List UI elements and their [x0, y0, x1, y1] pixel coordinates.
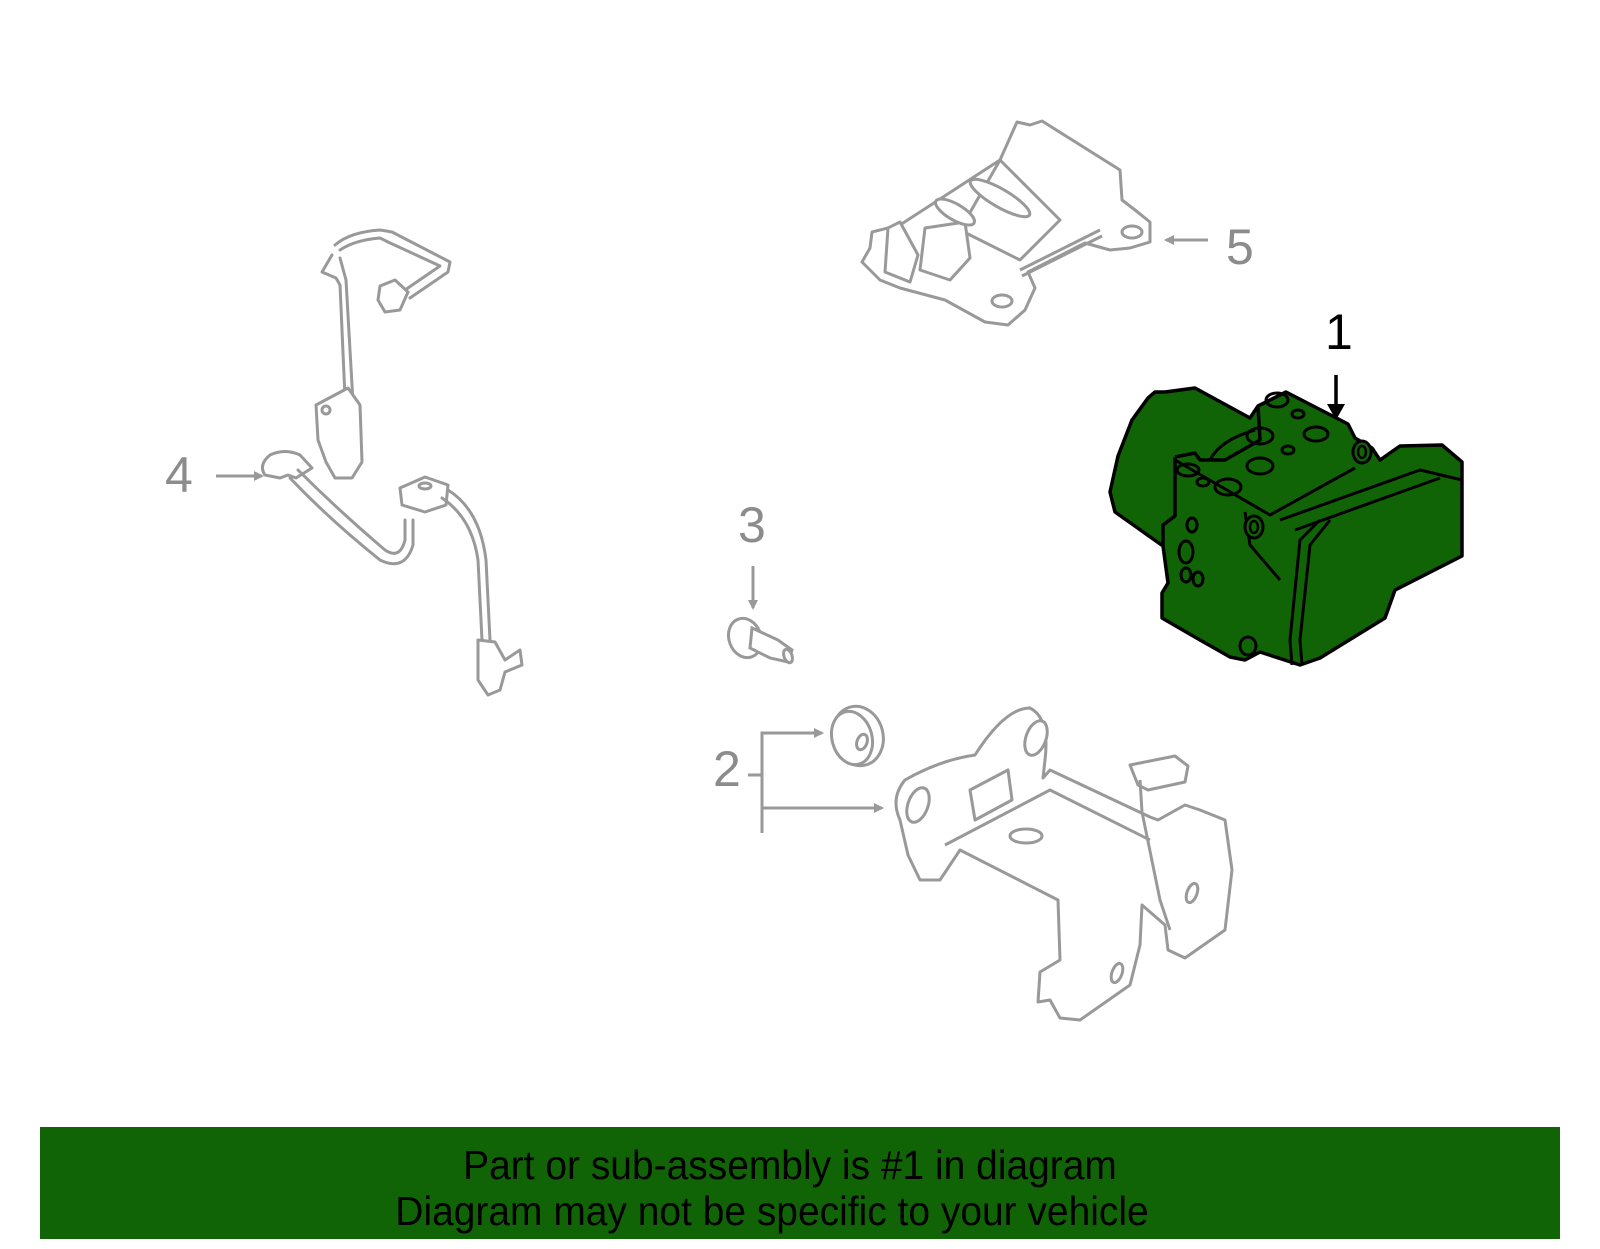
bolt-part-3[interactable]	[723, 614, 794, 665]
grommet-part-2[interactable]	[826, 701, 890, 772]
callout-number-3[interactable]: 3	[738, 497, 766, 553]
mounting-bracket-part-2[interactable]	[894, 706, 1234, 1022]
callout-arrow-2a	[760, 728, 824, 833]
notice-banner: Part or sub-assembly is #1 in diagram Di…	[40, 1127, 1560, 1239]
wheel-speed-sensor-part-4[interactable]	[260, 228, 524, 697]
callout-arrow-2b	[760, 775, 884, 813]
callout-number-5[interactable]: 5	[1226, 219, 1254, 275]
callout-number-1[interactable]: 1	[1325, 304, 1353, 360]
callout-number-2[interactable]: 2	[713, 741, 741, 797]
banner-line-disclaimer: Diagram may not be specific to your vehi…	[395, 1188, 1149, 1234]
abs-modulator-part-1[interactable]	[1108, 386, 1464, 667]
callout-number-4[interactable]: 4	[165, 447, 193, 503]
banner-line-part-number: Part or sub-assembly is #1 in diagram	[463, 1142, 1117, 1188]
control-module-part-5[interactable]	[860, 119, 1152, 327]
